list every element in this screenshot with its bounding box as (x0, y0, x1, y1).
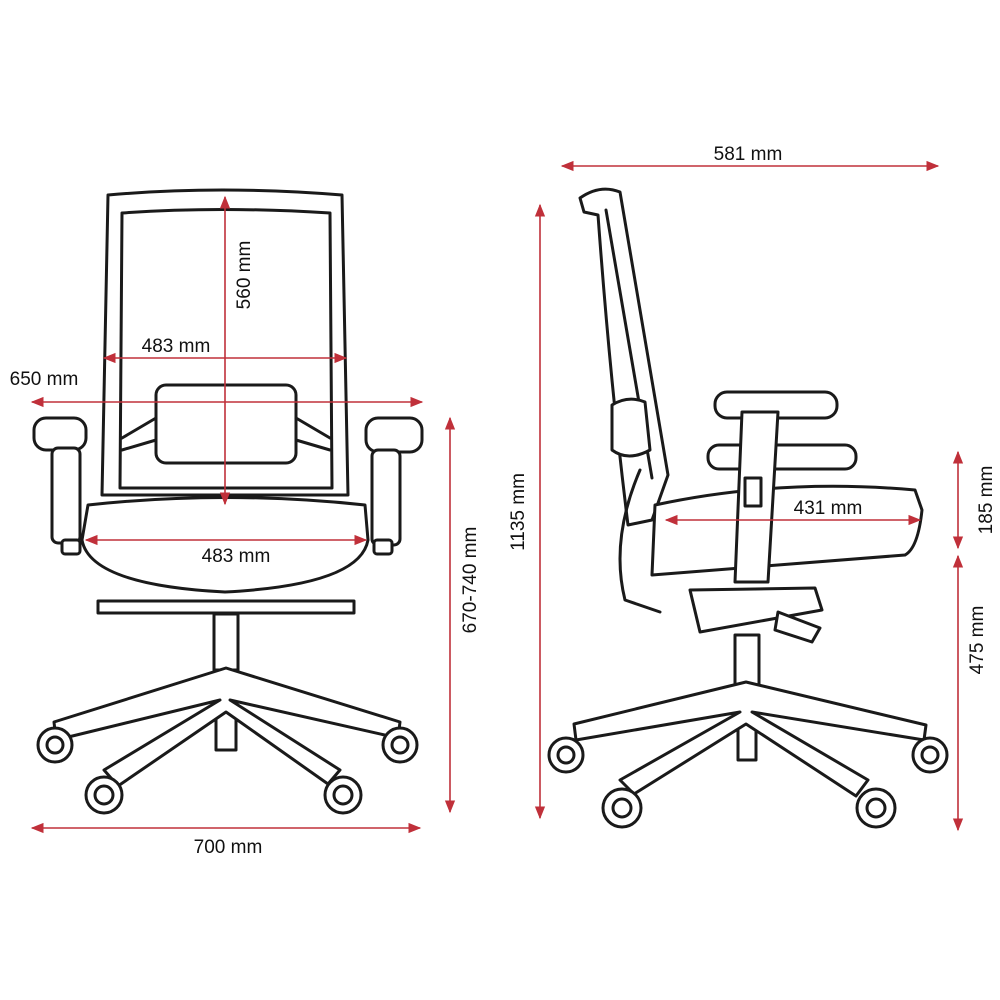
side-seat (650, 484, 924, 577)
label-seat-height: 475 mm (967, 606, 988, 675)
front-lumbar-brackets (120, 416, 332, 452)
label-backrest-width: 483 mm (142, 336, 211, 357)
side-gas-lift (733, 633, 761, 687)
front-lumbar-support (154, 383, 298, 465)
front-left-armbase (60, 538, 82, 556)
front-backrest-mesh (118, 208, 334, 490)
label-seat-depth: 431 mm (794, 498, 863, 519)
front-left-armpad (32, 416, 88, 452)
front-seat (80, 496, 370, 594)
side-backrest (578, 187, 670, 527)
front-mechanism-plate (96, 599, 356, 615)
front-right-armpost (370, 448, 402, 547)
label-seat-width: 483 mm (202, 546, 271, 567)
front-gas-lift (212, 612, 240, 672)
label-total-height: 1135 mm (508, 473, 529, 551)
side-mechanism (688, 586, 824, 634)
side-back-spine (618, 468, 662, 614)
label-armrest-width: 650 mm (10, 369, 79, 390)
front-view-chair (32, 188, 424, 815)
label-base-width: 700 mm (194, 837, 263, 858)
side-armpad-lower (706, 443, 858, 471)
side-lever (773, 610, 822, 644)
side-arm-button (743, 476, 763, 508)
label-arm-height: 185 mm (976, 466, 997, 535)
side-lumbar (610, 397, 652, 458)
side-view-chair (547, 187, 949, 829)
front-casters (36, 726, 419, 815)
label-depth: 581 mm (714, 144, 783, 165)
front-right-armbase (372, 538, 394, 556)
side-casters (547, 736, 949, 829)
front-right-armpad (364, 416, 424, 454)
front-backrest-frame (100, 188, 350, 497)
label-seat-height-range: 670-740 mm (460, 527, 481, 634)
label-backrest-height: 560 mm (234, 241, 255, 310)
front-left-armpost (50, 446, 82, 545)
